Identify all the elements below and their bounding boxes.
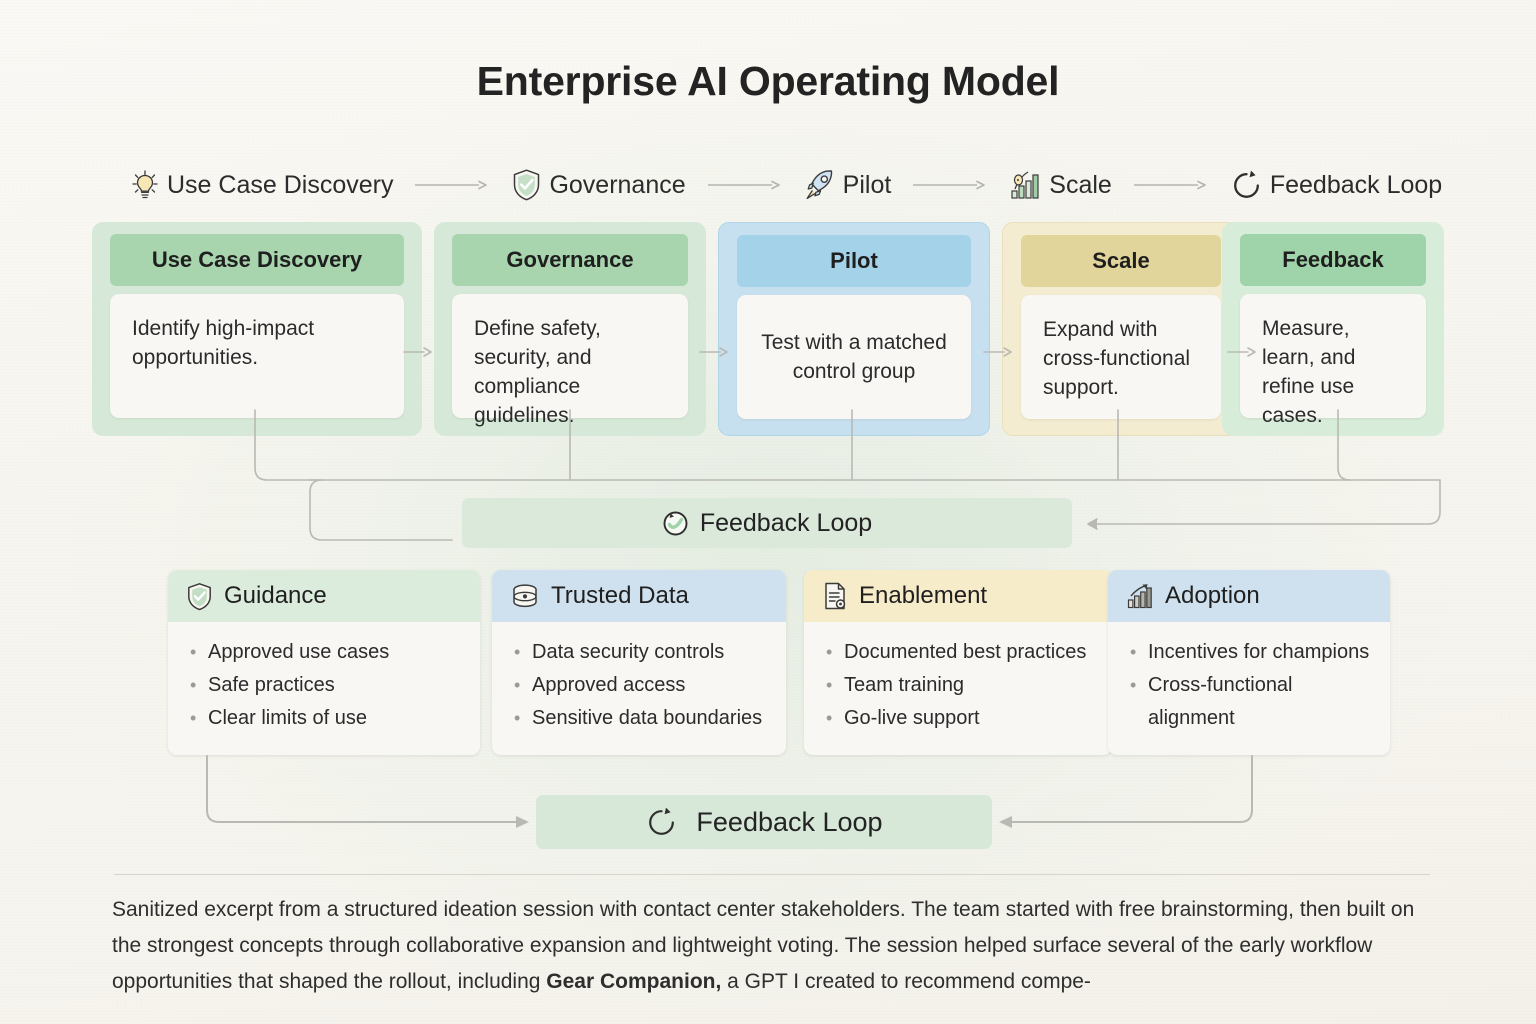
feedback-loop-bar-bottom[interactable]: Feedback Loop	[536, 795, 992, 849]
flow-label: Feedback Loop	[1269, 170, 1443, 199]
flow-label: Use Case Discovery	[167, 170, 394, 199]
stage-card-scale[interactable]: Scale Expand with cross-functional suppo…	[1002, 222, 1240, 436]
list-item: Incentives for champions	[1128, 636, 1372, 669]
list-item: Go-live support	[824, 702, 1094, 735]
caption-part-1: Sanitized excerpt from a structured idea…	[112, 898, 1415, 993]
document-icon	[822, 581, 848, 611]
stage-body: Test with a matched control group	[737, 295, 971, 419]
list-item: Sensitive data boundaries	[512, 702, 768, 735]
pillar-list: Documented best practices Team training …	[824, 636, 1094, 735]
rocket-icon	[804, 168, 836, 202]
flow-arrow-4	[1132, 179, 1210, 191]
flow-node-pilot[interactable]: Pilot	[804, 168, 892, 202]
caption-text: Sanitized excerpt from a structured idea…	[112, 892, 1434, 1000]
pillar-title: Adoption	[1165, 582, 1260, 609]
list-item: Approved access	[512, 669, 768, 702]
refresh-loop-icon	[662, 510, 689, 537]
pillar-list: Data security controls Approved access S…	[512, 636, 768, 735]
bar-chart-up-icon	[1126, 583, 1154, 610]
pillar-header: Enablement	[804, 570, 1112, 622]
pillar-list: Approved use cases Safe practices Clear …	[188, 636, 462, 735]
pillar-card-trusted-data[interactable]: Trusted Data Data security controls Appr…	[492, 570, 786, 755]
caption-divider	[114, 874, 1430, 875]
pillar-title: Guidance	[224, 582, 327, 609]
stage-title: Governance	[452, 234, 688, 286]
stage-body: Identify high-impact opportunities.	[110, 294, 404, 418]
list-item: Approved use cases	[188, 636, 462, 669]
stage-band: Use Case Discovery Identify high-impact …	[92, 222, 1444, 436]
refresh-loop-icon	[645, 806, 678, 839]
feedback-loop-label: Feedback Loop	[696, 806, 883, 837]
pillar-body: Data security controls Approved access S…	[492, 622, 786, 735]
caption-part-2: a GPT I created to recommend compe-	[721, 970, 1091, 993]
page-title: Enterprise AI Operating Model	[476, 58, 1060, 104]
stage-card-use-case-discovery[interactable]: Use Case Discovery Identify high-impact …	[92, 222, 422, 436]
database-icon	[510, 582, 540, 610]
pillar-card-enablement[interactable]: Enablement Documented best practices Tea…	[804, 570, 1112, 755]
flow-arrow-3	[911, 179, 989, 191]
stage-card-pilot[interactable]: Pilot Test with a matched control group	[718, 222, 990, 436]
feedback-loop-bar-middle[interactable]: Feedback Loop	[462, 498, 1072, 548]
flow-arrow-1	[413, 179, 491, 191]
pillar-row: Guidance Approved use cases Safe practic…	[168, 570, 1390, 755]
pillar-card-guidance[interactable]: Guidance Approved use cases Safe practic…	[168, 570, 480, 755]
shield-check-icon	[186, 582, 213, 611]
stage-card-governance[interactable]: Governance Define safety, security, and …	[434, 222, 706, 436]
list-item: Data security controls	[512, 636, 768, 669]
stage-title: Pilot	[737, 235, 971, 287]
lightbulb-icon	[130, 169, 160, 201]
pillar-header: Trusted Data	[492, 570, 786, 622]
refresh-loop-icon	[1230, 169, 1263, 202]
stage-title: Scale	[1021, 235, 1221, 287]
flow-arrow-2	[706, 179, 784, 191]
flow-node-scale[interactable]: Scale	[1009, 169, 1112, 201]
flow-label: Scale	[1049, 170, 1112, 199]
stage-title: Feedback	[1240, 234, 1426, 286]
list-item: Safe practices	[188, 669, 462, 702]
flow-node-feedback-loop[interactable]: Feedback Loop	[1230, 169, 1442, 202]
pillar-body: Incentives for champions Cross-functiona…	[1108, 622, 1390, 735]
pillar-body: Documented best practices Team training …	[804, 622, 1112, 735]
pillar-card-adoption[interactable]: Adoption Incentives for champions Cross-…	[1108, 570, 1390, 755]
pillar-body: Approved use cases Safe practices Clear …	[168, 622, 480, 735]
pillar-header: Adoption	[1108, 570, 1390, 622]
stage-title: Use Case Discovery	[110, 234, 404, 286]
shield-check-icon	[511, 168, 542, 202]
stage-body: Define safety, security, and compliance …	[452, 294, 688, 427]
flow-label: Governance	[549, 170, 686, 199]
stage-body: Expand with cross-functional support.	[1021, 295, 1221, 419]
list-item: Documented best practices	[824, 636, 1094, 669]
pillar-header: Guidance	[168, 570, 480, 622]
stage-card-feedback[interactable]: Feedback Measure, learn, and refine use …	[1222, 222, 1444, 436]
pillar-title: Trusted Data	[551, 582, 689, 609]
process-flow-strip: Use Case Discovery Governance	[130, 162, 1470, 208]
caption-bold-term: Gear Companion,	[546, 970, 722, 993]
stage-body: Measure, learn, and refine use cases.	[1240, 294, 1426, 427]
feedback-loop-label: Feedback Loop	[699, 508, 873, 537]
flow-label: Pilot	[842, 170, 892, 199]
list-item: Clear limits of use	[188, 702, 462, 735]
flow-node-governance[interactable]: Governance	[511, 168, 686, 202]
pillar-list: Incentives for champions Cross-functiona…	[1128, 636, 1372, 735]
flow-node-use-case-discovery[interactable]: Use Case Discovery	[130, 169, 393, 201]
list-item: Cross-functional alignment	[1128, 669, 1372, 735]
bar-chart-icon	[1009, 169, 1042, 201]
list-item: Team training	[824, 669, 1094, 702]
pillar-title: Enablement	[859, 582, 988, 609]
